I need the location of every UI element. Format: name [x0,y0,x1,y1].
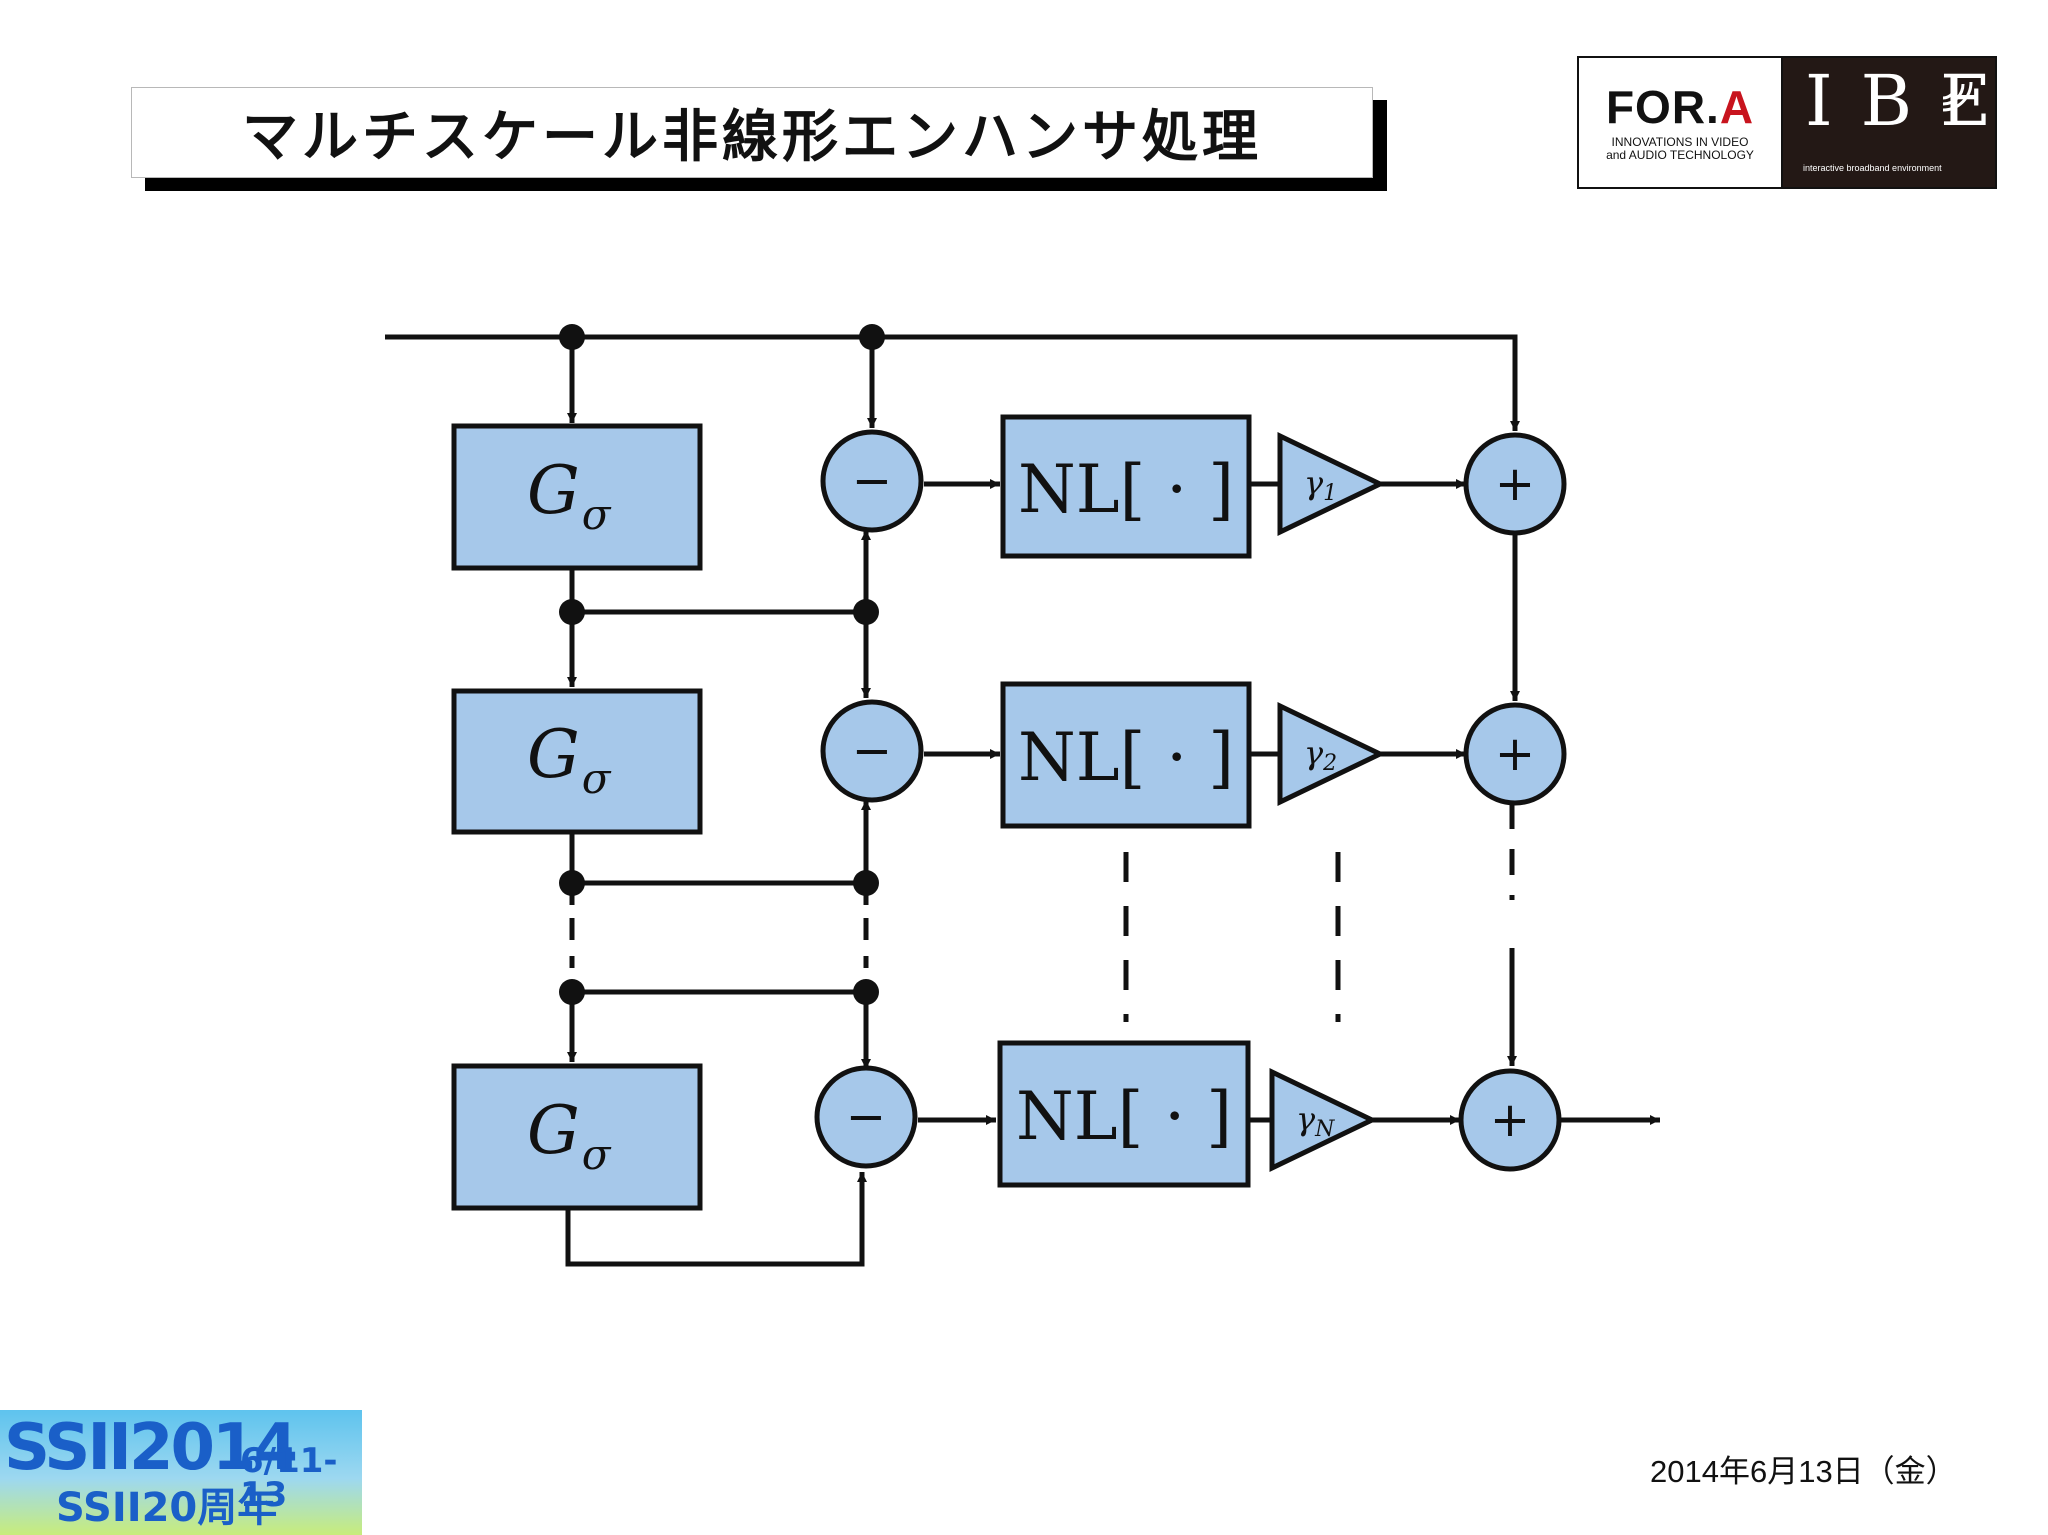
badge-event: SSII2014 [4,1411,298,1485]
input-line [385,334,1520,431]
nl-label-1: NL[ · ] [1018,451,1234,528]
page-title: マルチスケール非線形エンハンサ処理 [242,105,1262,170]
junction-dot [559,599,585,625]
presentation-date: 2014年6月13日（金） [1650,1454,1957,1489]
adder-2 [1463,702,1567,806]
badge-anniversary: SSII20周年 [56,1485,278,1531]
nl-label-2: NL[ · ] [1018,719,1234,796]
subtract-symbol-n: − [846,1089,886,1145]
subtract-symbol-1: − [852,453,892,509]
nl-block-n [997,1040,1251,1188]
add-symbol-1: + [1495,456,1535,512]
ssii-badge: SSII2014 6/11-13 SSII20周年 [0,1410,362,1535]
subtractor-n [814,1065,918,1169]
nl-block-1 [1000,414,1252,559]
gauss-n-to-sub-n [565,1172,867,1267]
add-symbol-2: + [1495,726,1535,782]
ibe-logo: IBE interactive broadband environment [1783,58,1995,187]
junction-dot [853,870,879,896]
junction-dot [853,979,879,1005]
stage-1: Gσ − NL[ · ] γ1 + [451,414,1567,571]
wave-icon [1942,81,1973,112]
adder-n [1458,1068,1562,1172]
junction-dot [559,979,585,1005]
junction-dot [853,599,879,625]
logo: FOR.A INNOVATIONS IN VIDEO and AUDIO TEC… [1577,56,1997,189]
gain-label-2: γ2 [1304,734,1337,776]
gain-1 [1277,432,1386,536]
gain-n [1269,1068,1378,1172]
gauss-label-n: Gσ [527,1092,612,1179]
gauss-label-2: Gσ [527,716,612,803]
ibe-subtitle: interactive broadband environment [1803,163,1942,173]
badge-dates: 6/11-13 [240,1441,338,1515]
for-a-logo: FOR.A INNOVATIONS IN VIDEO and AUDIO TEC… [1579,58,1783,187]
gain-label-n: γN [1296,1100,1335,1142]
add-symbol-n: + [1490,1092,1530,1148]
junction-dots [559,324,885,1005]
adder-1 [1463,432,1567,536]
ibe-mark: IBE [1805,60,2020,142]
for-a-brand: FOR.A [1605,80,1755,133]
junction-dot [859,324,885,350]
junction-dot [559,870,585,896]
gauss-block-2 [451,688,703,835]
nl-block-2 [1000,681,1252,829]
gain-2 [1277,702,1386,806]
stage-n: Gσ − NL[ · ] γN + [451,1040,1562,1211]
nl-label-n: NL[ · ] [1016,1078,1232,1155]
gauss-block-1 [451,423,703,571]
gauss-block-n [451,1063,703,1211]
for-a-tagline: INNOVATIONS IN VIDEO and AUDIO TECHNOLOG… [1606,134,1754,162]
junction-dot [559,324,585,350]
title-box: マルチスケール非線形エンハンサ処理 [131,87,1373,178]
subtractor-2 [820,699,924,803]
connection-lines [385,334,1660,1267]
subtractor-1 [820,429,924,533]
gain-label-1: γ1 [1304,464,1337,506]
stage-2: Gσ − NL[ · ] γ2 + [451,681,1567,835]
gauss-label-1: Gσ [527,452,612,539]
subtract-symbol-2: − [852,723,892,779]
